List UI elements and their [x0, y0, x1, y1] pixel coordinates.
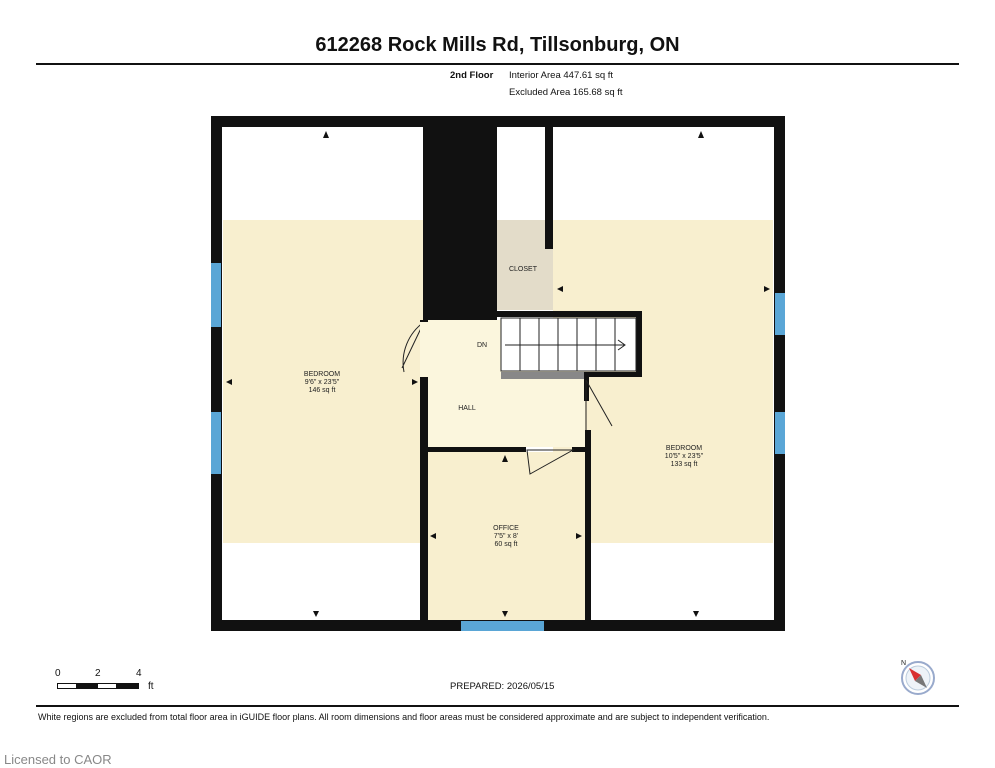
prepared-date: PREPARED: 2026/05/15 [450, 681, 555, 692]
stair-landing [501, 372, 584, 379]
window-right-1 [775, 293, 785, 335]
door-right-bedroom [585, 379, 613, 430]
office-name: OFFICE [493, 525, 519, 532]
hall-name: HALL [458, 405, 476, 412]
scale-tick-0: 0 [55, 668, 61, 679]
office-area: 60 sq ft [495, 541, 518, 548]
wall-office-top-right [572, 447, 588, 452]
wall-stair-bottom [584, 372, 642, 377]
bedroom-right-name: BEDROOM [666, 445, 702, 452]
scale-segment-4 [117, 683, 139, 689]
scale-unit: ft [148, 681, 154, 692]
closet-name: CLOSET [509, 266, 538, 273]
wall-office-right [585, 430, 591, 620]
bedroom-left-fill [223, 220, 423, 543]
bedroom-right-area: 133 sq ft [671, 461, 698, 468]
wall-top [211, 116, 785, 127]
scale-tick-4: 4 [136, 668, 142, 679]
wall-closet-right [545, 127, 553, 249]
bedroom-right-dims: 10'5" x 23'5" [665, 453, 704, 460]
bedroom-right-lower-fill [590, 375, 773, 543]
wall-left [211, 116, 222, 631]
wall-stair-top [496, 311, 642, 317]
scale-segment-2 [77, 683, 97, 689]
closet-fill [497, 220, 553, 310]
interior-area-text: Interior Area 447.61 sq ft [509, 70, 614, 81]
dimension-markers [226, 131, 770, 617]
wall-stair-right [636, 311, 642, 377]
bedroom-left-name: BEDROOM [304, 371, 340, 378]
bedroom-left-area: 146 sq ft [309, 387, 336, 394]
stairs-dn-label: DN [477, 342, 487, 349]
window-left-1 [211, 263, 221, 327]
window-left-2 [211, 412, 221, 474]
compass-icon: N [901, 660, 935, 695]
scale-segment-3 [97, 683, 117, 689]
scale-tick-2: 2 [95, 668, 101, 679]
compass-north-label: N [901, 660, 906, 667]
wall-hall-top [428, 316, 496, 320]
header-divider [36, 63, 959, 65]
excluded-area-text: Excluded Area 165.68 sq ft [509, 87, 623, 98]
stair-arrowhead-icon [617, 339, 626, 351]
floor-label: 2nd Floor [450, 70, 494, 81]
window-bottom [461, 621, 544, 631]
door-left-opening [420, 322, 428, 377]
disclaimer-text: White regions are excluded from total fl… [38, 712, 770, 722]
license-watermark: Licensed to CAOR [4, 752, 112, 767]
wall-office-top [428, 447, 526, 452]
scale-segment-1 [57, 683, 77, 689]
office-dims: 7'5" x 8' [494, 533, 518, 540]
chimney-block [423, 127, 495, 320]
bedroom-left-dims: 9'6" x 23'5" [305, 379, 340, 386]
door-office [526, 449, 575, 475]
wall-left-room-right [420, 320, 428, 620]
wall-closet-left [493, 127, 497, 320]
scale-bar: 0 2 4 ft [52, 668, 172, 698]
footer-divider [36, 705, 959, 707]
office-fill [428, 452, 585, 620]
page-title: 612268 Rock Mills Rd, Tillsonburg, ON [315, 34, 680, 56]
wall-right [774, 116, 785, 631]
window-right-2 [775, 412, 785, 454]
